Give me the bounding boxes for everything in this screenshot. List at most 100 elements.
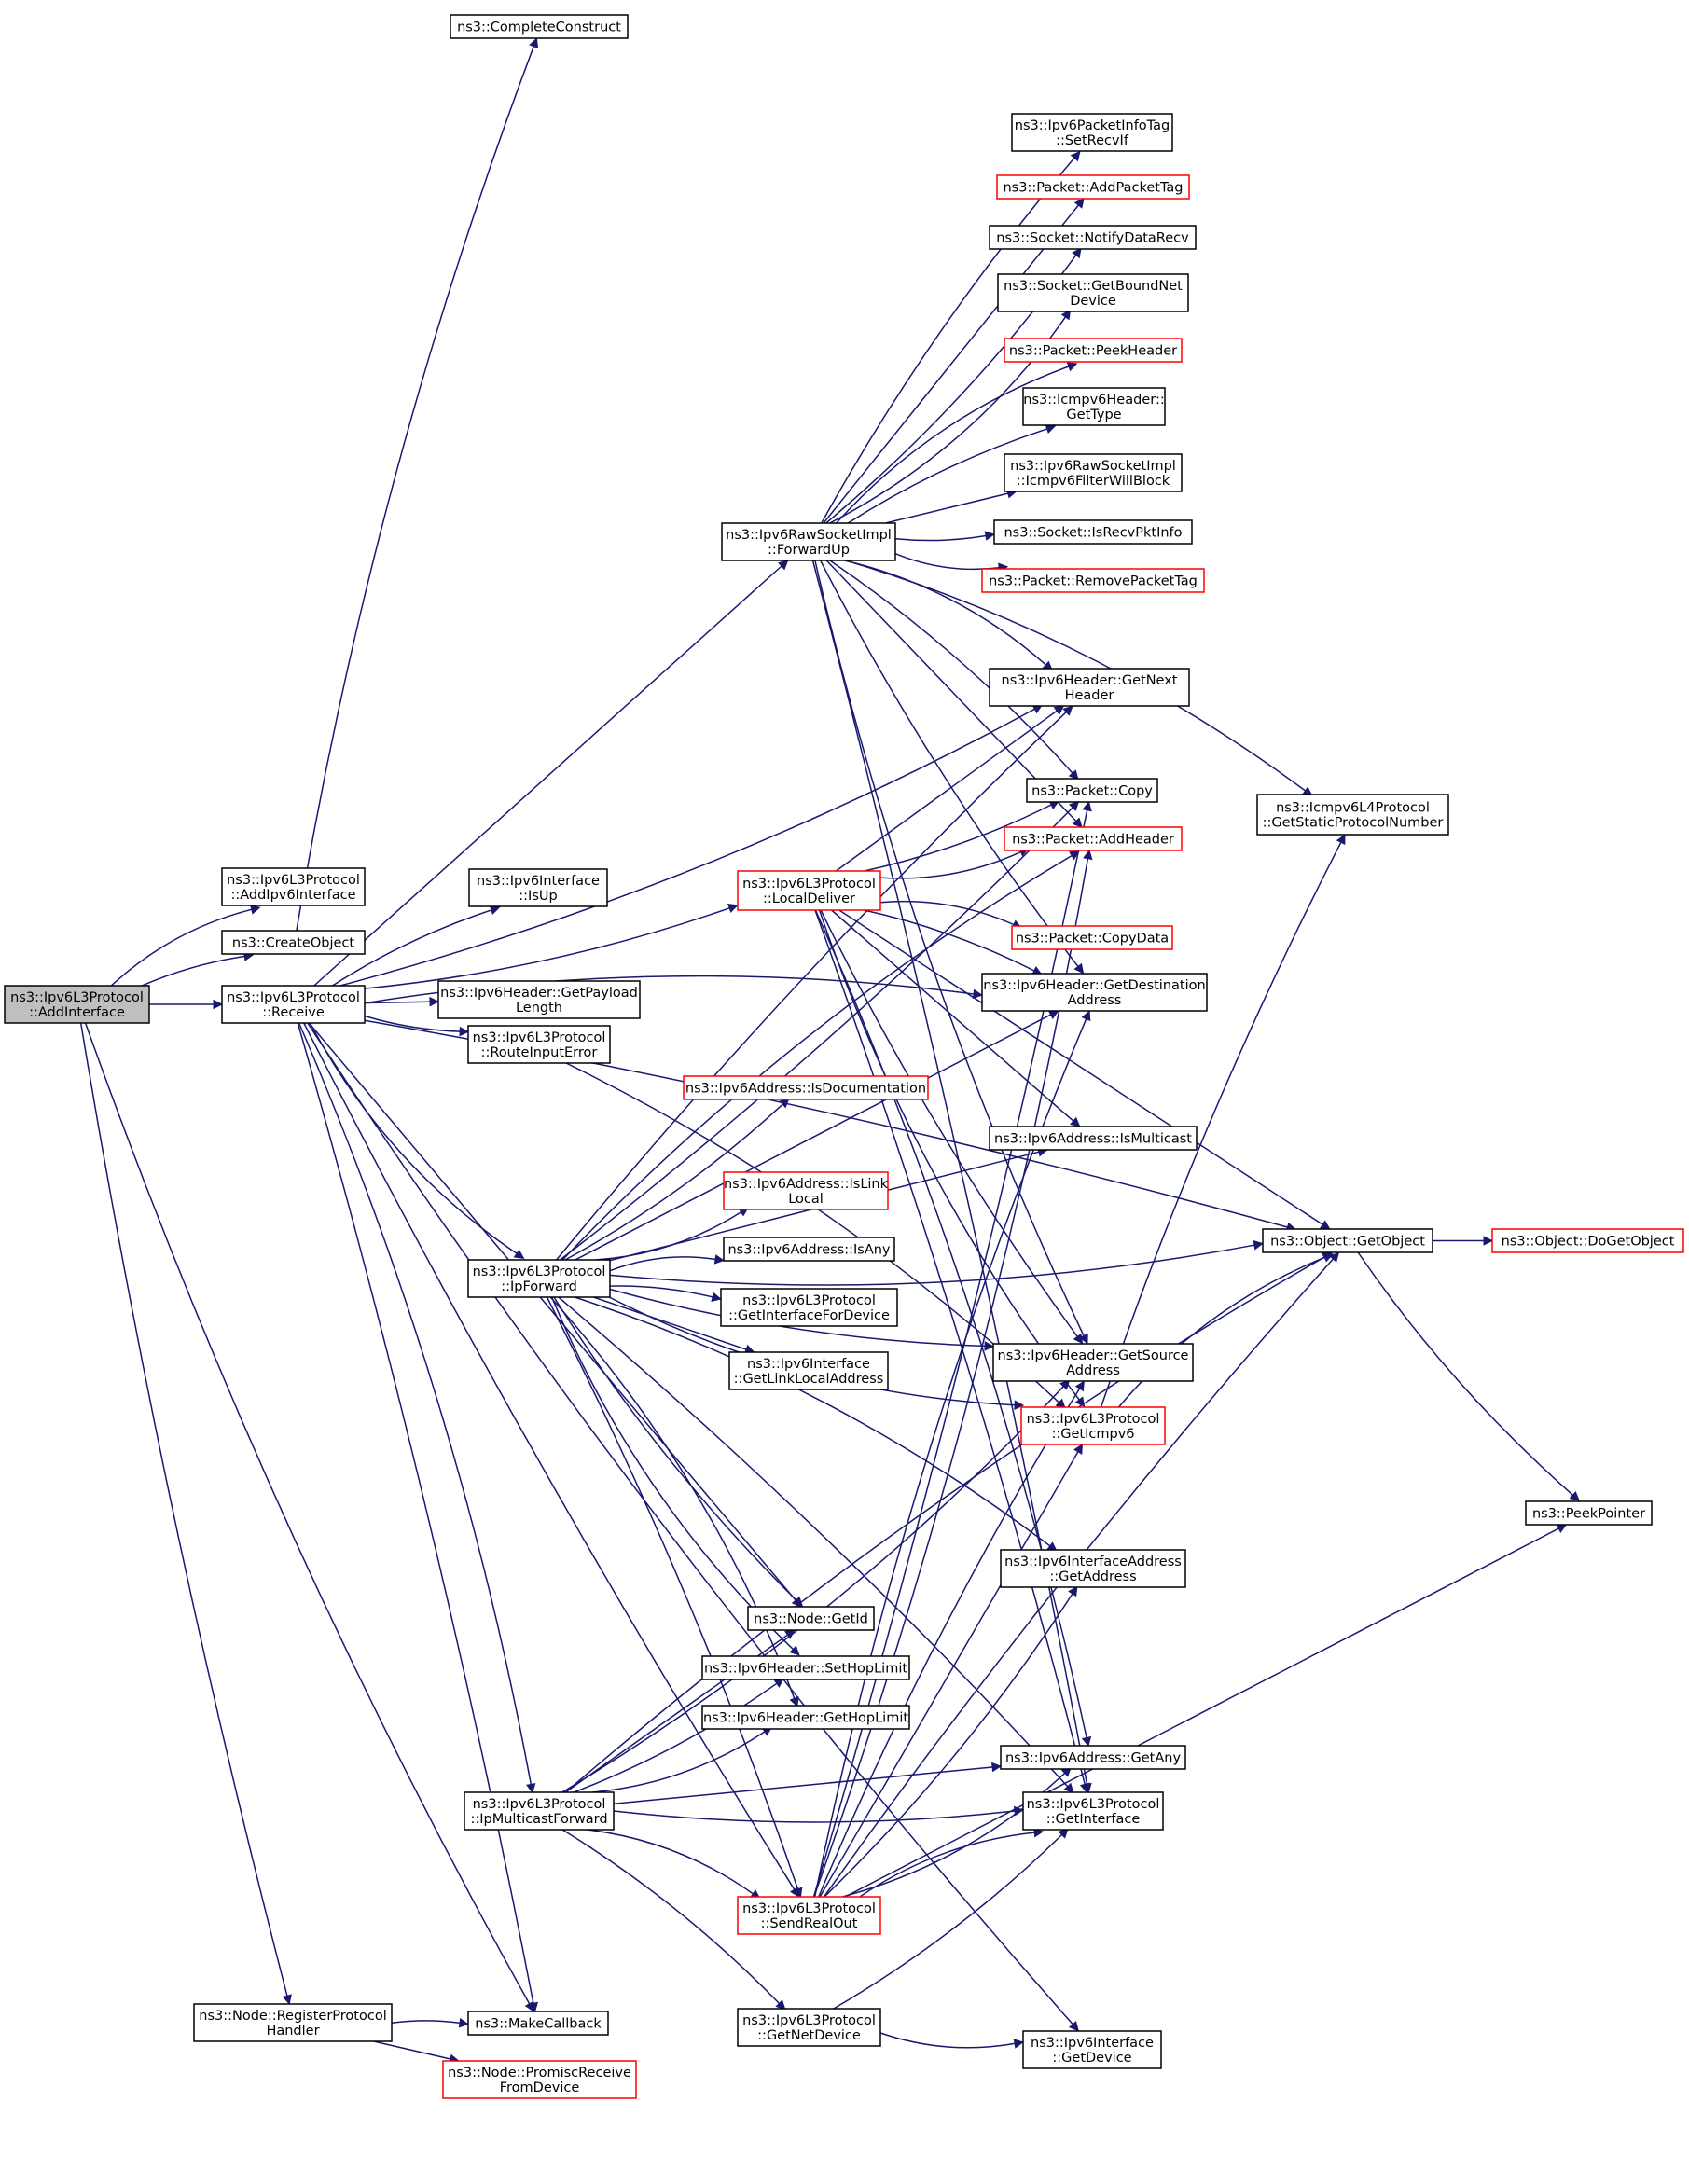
arrowhead-receive-to-iface_is_up	[489, 905, 501, 916]
node-route-input-error[interactable]: ns3::Ipv6L3Protocol::RouteInputError	[467, 1025, 611, 1064]
node-box	[221, 985, 366, 1024]
node-box	[1022, 387, 1166, 426]
edge-send_real_out-to-iface_address_get_address	[824, 1593, 1073, 1898]
node-node-get-id[interactable]: ns3::Node::GetId	[747, 1606, 875, 1631]
node-box	[1256, 794, 1449, 836]
edge-forward_up-to-set_recv_if	[821, 157, 1075, 524]
node-add-header[interactable]: ns3::Packet::AddHeader	[1004, 826, 1183, 851]
edge-receive-to-route_input_error	[364, 1015, 461, 1032]
edge-ip_forward-to-add_header	[561, 854, 1073, 1261]
node-label: ns3::Ipv6Address::IsLink	[724, 1177, 889, 1192]
edge-create_object-to-complete_construct	[296, 46, 535, 932]
edge-ip_multicast_forward-to-get_hop_limit	[591, 1731, 766, 1793]
node-label: ns3::Socket::IsRecvPktInfo	[1004, 526, 1182, 541]
node-is-multicast[interactable]: ns3::Ipv6Address::IsMulticast	[989, 1126, 1198, 1151]
arrowhead-forward_up-to-get_destination_address	[1073, 962, 1085, 975]
node-send-real-out[interactable]: ns3::Ipv6L3Protocol::SendRealOut	[737, 1896, 881, 1935]
arrowhead-local_deliver-to-get_icmpv6	[1074, 1396, 1086, 1408]
arrowhead-receive-to-forward_up	[778, 560, 789, 571]
node-label: ns3::Ipv6L3Protocol	[473, 1797, 606, 1812]
node-is-any[interactable]: ns3::Ipv6Address::IsAny	[723, 1237, 895, 1262]
edge-send_real_out-to-get_icmpv6	[819, 1451, 1079, 1898]
node-label: ::AddInterface	[29, 1005, 125, 1020]
node-peek-header[interactable]: ns3::Packet::PeekHeader	[1004, 338, 1183, 363]
node-icmpv6-get-type[interactable]: ns3::Icmpv6Header::GetType	[1022, 387, 1166, 426]
node-iface-is-up[interactable]: ns3::Ipv6Interface::IsUp	[468, 868, 608, 907]
node-label: ::IsUp	[519, 889, 557, 904]
node-object-get-object[interactable]: ns3::Object::GetObject	[1262, 1228, 1433, 1253]
node-box	[737, 870, 881, 911]
node-set-hop-limit[interactable]: ns3::Ipv6Header::SetHopLimit	[701, 1655, 910, 1680]
node-make-callback[interactable]: ns3::MakeCallback	[467, 2011, 609, 2036]
node-ip-forward[interactable]: ns3::Ipv6L3Protocol::IpForward	[467, 1259, 611, 1298]
node-get-net-device[interactable]: ns3::Ipv6L3Protocol::GetNetDevice	[737, 2008, 881, 2047]
node-add-packet-tag[interactable]: ns3::Packet::AddPacketTag	[996, 174, 1190, 200]
node-label: ::GetLinkLocalAddress	[734, 1372, 884, 1387]
node-get-icmpv6[interactable]: ns3::Ipv6L3Protocol::GetIcmpv6	[1020, 1406, 1166, 1445]
node-box	[981, 973, 1208, 1012]
node-is-recv-pkt-info[interactable]: ns3::Socket::IsRecvPktInfo	[993, 519, 1193, 545]
node-box	[1525, 1500, 1653, 1526]
node-label: ns3::Icmpv6L4Protocol	[1276, 801, 1430, 816]
node-label: ns3::Ipv6L3Protocol	[227, 873, 360, 888]
edge-ip_multicast_forward-to-get_net_device	[561, 1829, 781, 2004]
node-box	[981, 568, 1205, 593]
node-label: ns3::Ipv6L3Protocol	[742, 1293, 876, 1308]
node-iface-get-device[interactable]: ns3::Ipv6Interface::GetDevice	[1022, 2030, 1162, 2069]
node-box	[720, 1288, 898, 1327]
node-iface-address-get-address[interactable]: ns3::Ipv6InterfaceAddress::GetAddress	[1000, 1549, 1186, 1588]
node-label: ns3::CreateObject	[232, 936, 354, 951]
edge-add_interface-to-add_ipv6_interface	[110, 908, 252, 987]
node-packet-copy[interactable]: ns3::Packet::Copy	[1026, 778, 1158, 803]
node-get-link-local-address[interactable]: ns3::Ipv6Interface::GetLinkLocalAddress	[728, 1351, 889, 1390]
node-forward-up[interactable]: ns3::Ipv6RawSocketImpl::ForwardUp	[721, 522, 896, 561]
node-remove-packet-tag[interactable]: ns3::Packet::RemovePacketTag	[981, 568, 1205, 593]
node-ip-multicast-forward[interactable]: ns3::Ipv6L3Protocol::IpMulticastForward	[464, 1791, 615, 1831]
node-label: ns3::Ipv6L3Protocol	[473, 1265, 606, 1279]
arrowhead-receive-to-ip_multicast_forward	[526, 1782, 536, 1794]
node-l3-get-interface[interactable]: ns3::Ipv6L3Protocol::GetInterface	[1022, 1791, 1164, 1831]
edge-receive-to-get_next_header	[339, 708, 1035, 987]
node-label: ::SendRealOut	[761, 1916, 858, 1931]
node-label: ns3::Ipv6Header::SetHopLimit	[704, 1662, 907, 1677]
node-create-object[interactable]: ns3::CreateObject	[221, 930, 366, 955]
node-do-get-object[interactable]: ns3::Object::DoGetObject	[1491, 1228, 1684, 1253]
node-filter-will-block[interactable]: ns3::Ipv6RawSocketImpl::Icmpv6FilterWill…	[1004, 453, 1183, 492]
node-get-static-protocol-number[interactable]: ns3::Icmpv6L4Protocol::GetStaticProtocol…	[1256, 794, 1449, 836]
node-label: ns3::Ipv6Header::GetPayload	[440, 986, 638, 1001]
node-label: ns3::Object::DoGetObject	[1502, 1235, 1675, 1250]
arrowhead-ip_forward-to-get_destination_address	[1047, 1010, 1059, 1020]
edge-local_deliver-to-get_source_address	[820, 909, 1078, 1337]
node-address-get-any[interactable]: ns3::Ipv6Address::GetAny	[1000, 1745, 1186, 1770]
arrowhead-add_interface-to-add_ipv6_interface	[250, 905, 261, 915]
node-is-documentation[interactable]: ns3::Ipv6Address::IsDocumentation	[683, 1075, 929, 1100]
node-get-hop-limit[interactable]: ns3::Ipv6Header::GetHopLimit	[701, 1705, 910, 1730]
node-box	[1011, 925, 1173, 950]
arrowhead-forward_up-to-set_recv_if	[1070, 150, 1081, 162]
edge-receive-to-forward_up	[313, 565, 782, 987]
node-notify-data-recv[interactable]: ns3::Socket::NotifyDataRecv	[989, 225, 1197, 250]
node-set-recv-if[interactable]: ns3::Ipv6PacketInfoTag::SetRecvIf	[1011, 113, 1173, 152]
edge-send_real_out-to-get_source_address	[818, 1388, 1081, 1898]
node-peek-pointer[interactable]: ns3::PeekPointer	[1525, 1500, 1653, 1526]
node-complete-construct[interactable]: ns3::CompleteConstruct	[450, 14, 629, 39]
node-box	[747, 1606, 875, 1631]
node-copy-data[interactable]: ns3::Packet::CopyData	[1011, 925, 1173, 950]
arrowhead-receive-to-get_destination_address	[972, 988, 984, 1000]
node-get-interface-for-device[interactable]: ns3::Ipv6L3Protocol::GetInterfaceForDevi…	[720, 1288, 898, 1327]
node-receive[interactable]: ns3::Ipv6L3Protocol::Receive	[221, 985, 366, 1024]
node-label: ns3::Node::PromiscReceive	[448, 2066, 631, 2080]
node-label: ns3::Packet::CopyData	[1016, 932, 1169, 947]
node-local-deliver[interactable]: ns3::Ipv6L3Protocol::LocalDeliver	[737, 870, 881, 911]
node-add-ipv6-interface[interactable]: ns3::Ipv6L3Protocol::AddIpv6Interface	[221, 867, 366, 906]
node-label: ::GetDevice	[1052, 2051, 1131, 2066]
